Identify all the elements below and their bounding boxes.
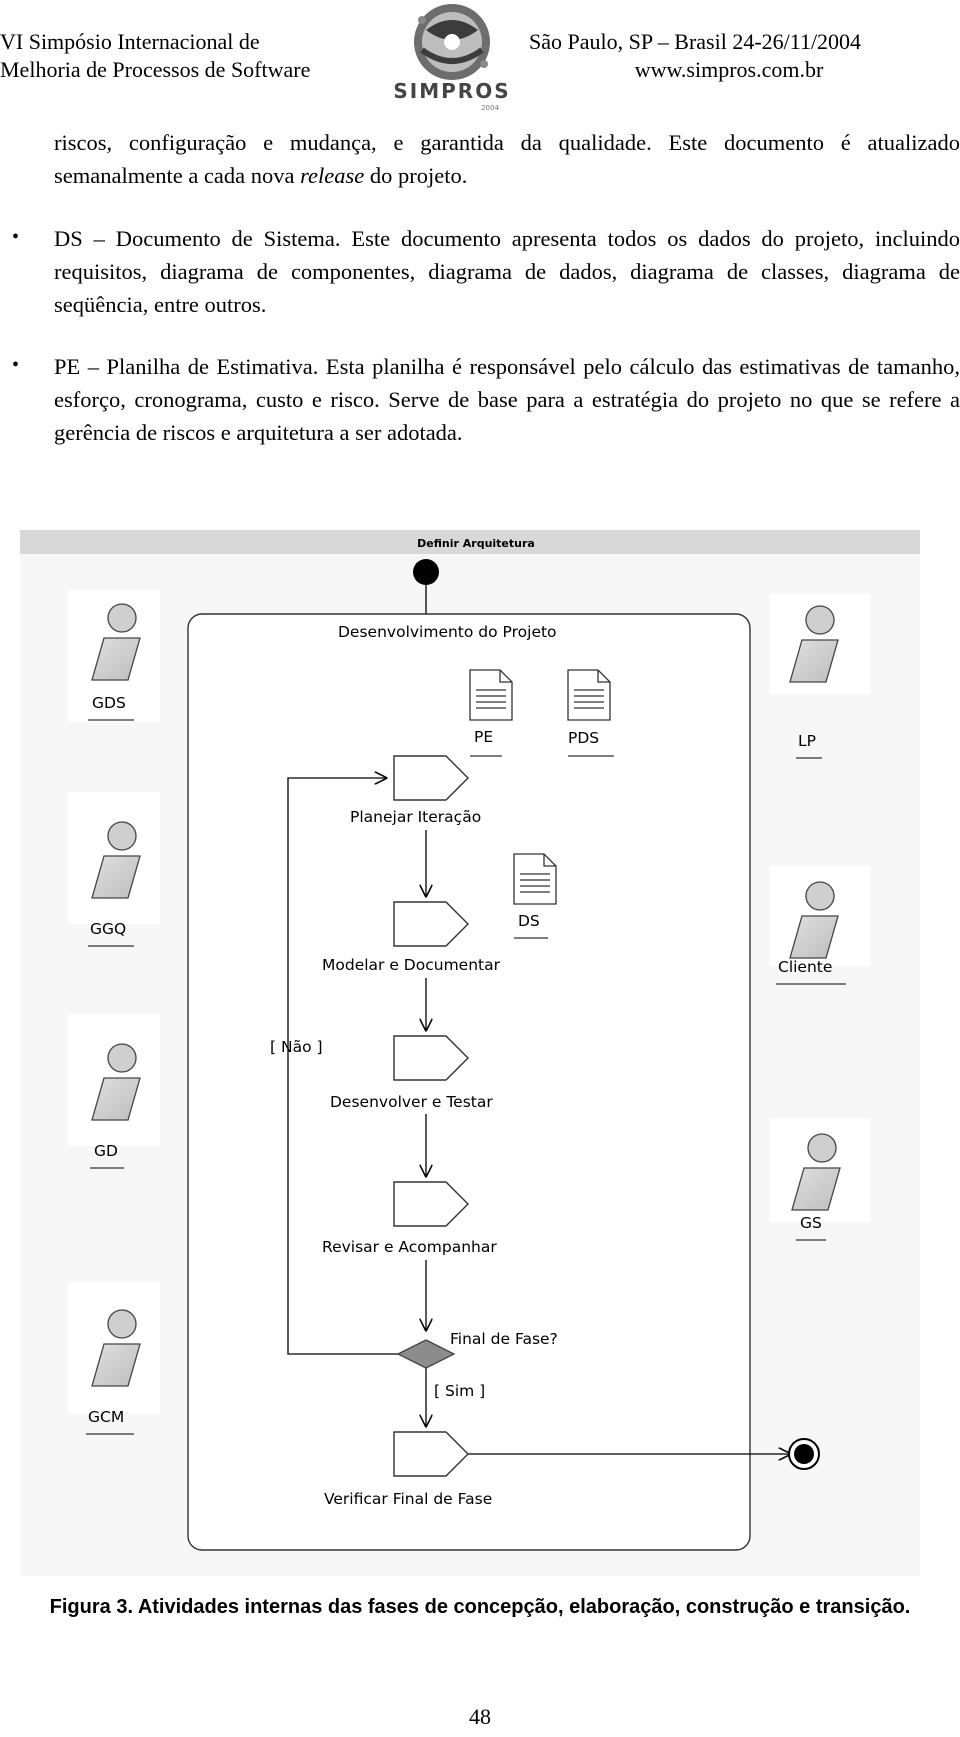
actor-ggq: GGQ [68,792,160,947]
page-number: 48 [469,1704,491,1729]
figure-caption: Figura 3. Atividades internas das fases … [49,1596,911,1618]
initial-node [413,559,439,585]
project-container [187,613,751,1551]
actor-cliente: Cliente [770,866,870,985]
header-event-name: VI Simpósio Internacional de [0,29,260,54]
actor-icon [789,881,839,959]
intro-italic: release [300,163,365,188]
actor-label: GCM [88,1408,124,1426]
bullet-pe: PE – Planilha de Estimativa. Esta planil… [54,354,960,445]
final-node [788,1438,820,1470]
header-left: VI Simpósio Internacional de Melhoria de… [0,28,310,84]
decision-label: Final de Fase? [450,1330,558,1348]
actor-label: GS [800,1214,822,1232]
actor-label: GDS [92,694,126,712]
actor-label: Cliente [778,958,832,976]
bullet-dot: • [12,354,20,376]
document-pe: PE [469,669,513,757]
activity-planejar: Planejar Iteração [350,755,481,826]
document-icon [513,853,557,905]
simpros-logo: SIMPROS 2004 [393,4,510,112]
document-label: PDS [568,729,599,747]
guard-yes: [ Sim ] [434,1382,485,1400]
activity-label: Desenvolver e Testar [330,1093,493,1111]
svg-text:SIMPROS: SIMPROS [393,79,510,103]
activity-label: Planejar Iteração [350,808,481,826]
activity-label: Verificar Final de Fase [324,1490,492,1508]
svg-text:2004: 2004 [481,104,499,112]
actor-icon [91,1309,141,1387]
intro-text: riscos, configuração e mudança, e garant… [54,130,960,188]
bullet-ds: DS – Documento de Sistema. Este document… [54,226,960,317]
actor-gs: GS [770,1118,870,1241]
intro-paragraph: riscos, configuração e mudança, e garant… [54,126,960,192]
decision-final-fase: Final de Fase? [396,1330,558,1369]
document-ds: DS [513,853,557,939]
document-label: PE [474,728,493,746]
actor-label: GD [94,1142,118,1160]
activity-verificar: Verificar Final de Fase [324,1431,492,1508]
document-icon [469,669,513,721]
document-label: DS [518,912,540,930]
activity-label: Revisar e Acompanhar [322,1238,497,1256]
container-label: Desenvolvimento do Projeto [338,623,557,641]
actor-lp: LP [770,594,870,759]
activity-modelar: Modelar e Documentar [322,901,501,974]
bullet-dot: • [12,226,20,248]
actor-icon [91,1043,141,1121]
activity-diagram: Definir Arquitetura Desenvolvimento do P… [20,530,920,1576]
actor-icon [789,605,839,683]
actor-label: GGQ [90,920,126,938]
activity-desenvolver: Desenvolver e Testar [330,1035,493,1111]
header-url: www.simpros.com.br [634,57,824,82]
actor-gd: GD [68,1014,160,1169]
guard-no: [ Não ] [270,1038,323,1056]
actor-icon [791,1133,841,1211]
diagram-title: Definir Arquitetura [417,537,535,550]
activity-revisar: Revisar e Acompanhar [322,1181,497,1256]
intro-text-end: do projeto. [364,163,468,188]
actor-gds: GDS [68,590,160,722]
document-icon [567,669,611,721]
actor-icon [91,603,141,681]
header-location-date: São Paulo, SP – Brasil 24-26/11/2004 [529,29,862,54]
document-pds: PDS [567,669,614,757]
activity-label: Modelar e Documentar [322,956,501,974]
header-event-subtitle: Melhoria de Processos de Software [0,57,311,82]
header-right: São Paulo, SP – Brasil 24-26/11/2004 www… [529,28,929,84]
actor-icon [91,821,141,899]
actor-label: LP [798,732,816,750]
actor-gcm: GCM [68,1282,160,1435]
loop-back-edge [287,778,398,1355]
